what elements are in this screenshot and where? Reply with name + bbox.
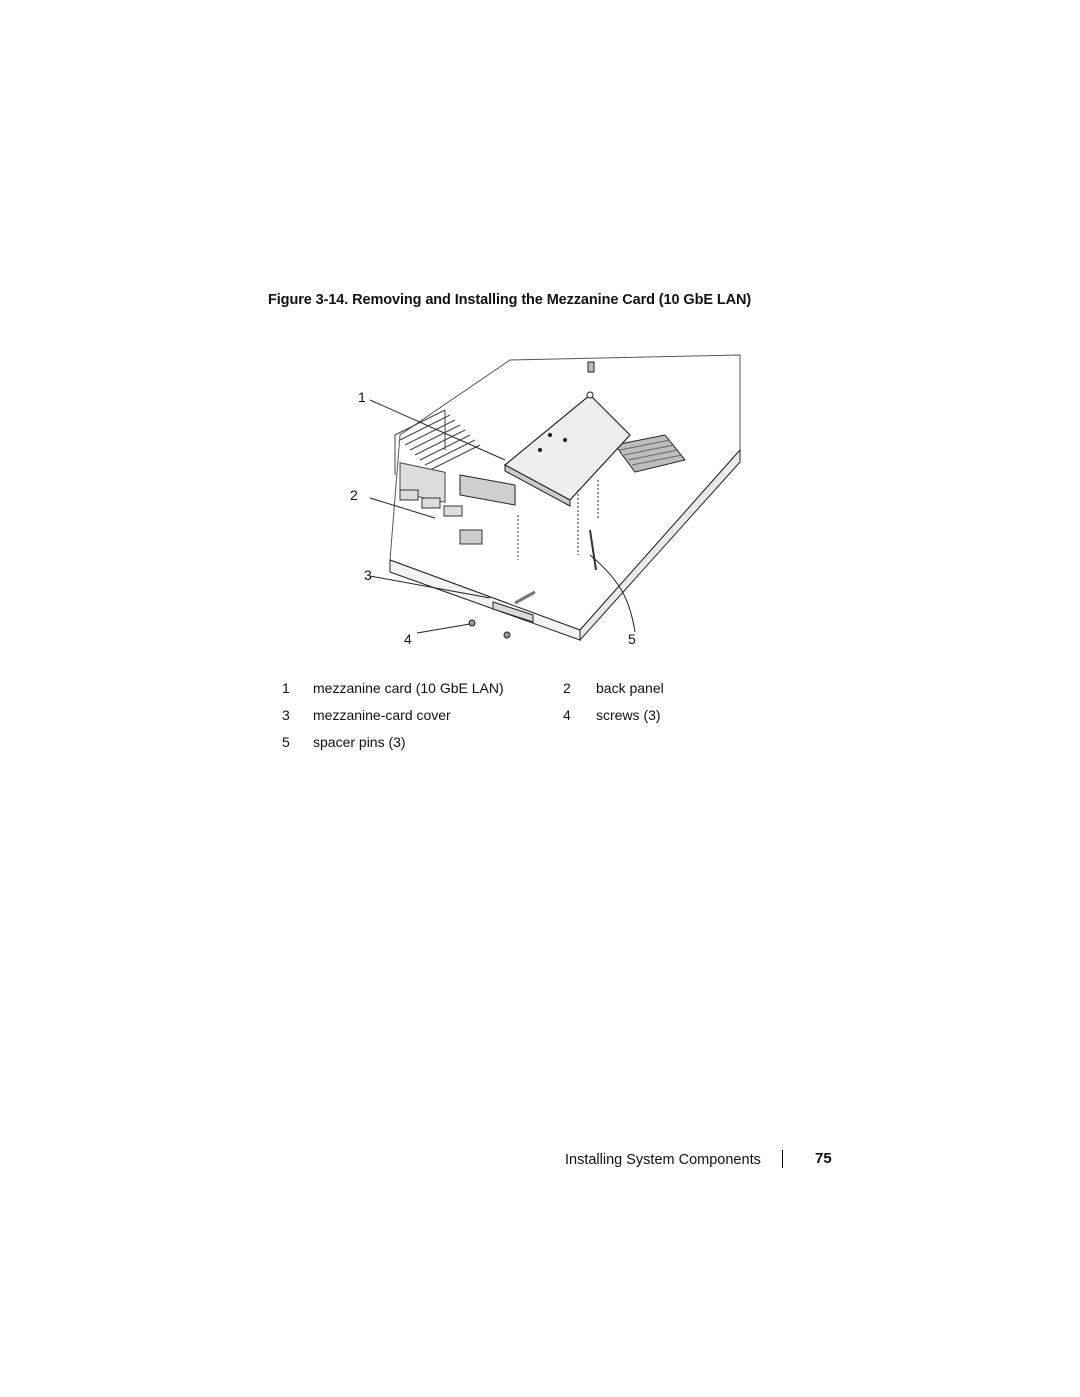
callout-5: 5: [628, 631, 636, 647]
legend-num-5: 5: [282, 734, 290, 750]
footer-section-title: Installing System Components: [565, 1152, 761, 1168]
legend-label-3: mezzanine-card cover: [313, 707, 451, 723]
callout-1: 1: [358, 389, 366, 405]
legend-num-1: 1: [282, 680, 290, 696]
callout-4: 4: [404, 631, 412, 647]
legend-label-5: spacer pins (3): [313, 734, 406, 750]
callout-2: 2: [350, 487, 358, 503]
legend-num-2: 2: [563, 680, 571, 696]
legend-num-4: 4: [563, 707, 571, 723]
page-number: 75: [815, 1150, 832, 1167]
legend-label-1: mezzanine card (10 GbE LAN): [313, 680, 504, 696]
figure-caption: Figure 3-14. Removing and Installing the…: [268, 292, 752, 308]
legend-num-3: 3: [282, 707, 290, 723]
footer-separator: [782, 1150, 783, 1168]
mezzanine-card-illustration: 1 2 3 4 5: [350, 354, 741, 647]
legend-label-4: screws (3): [596, 707, 661, 723]
legend-label-2: back panel: [596, 680, 664, 696]
callout-3: 3: [364, 567, 372, 583]
